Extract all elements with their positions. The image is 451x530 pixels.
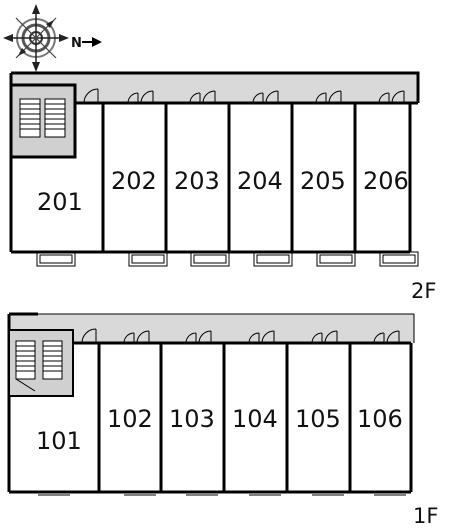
unit-205-label: 205 bbox=[300, 167, 346, 195]
unit-203-label: 203 bbox=[174, 167, 220, 195]
floor-1f-plan: 101 102 103 104 105 106 1F bbox=[7, 312, 438, 528]
unit-202-label: 202 bbox=[111, 167, 157, 195]
unit-104-label: 104 bbox=[232, 405, 278, 433]
unit-105-label: 105 bbox=[295, 405, 341, 433]
unit-106-label: 106 bbox=[357, 405, 403, 433]
floor-2f-label: 2F bbox=[411, 279, 436, 303]
unit-102-label: 102 bbox=[107, 405, 153, 433]
unit-101-label: 101 bbox=[36, 427, 82, 455]
north-letter: N bbox=[71, 36, 82, 51]
unit-206-label: 206 bbox=[363, 167, 409, 195]
floor-1f-label: 1F bbox=[413, 504, 438, 528]
north-arrow: N bbox=[71, 36, 102, 51]
unit-204-label: 204 bbox=[237, 167, 283, 195]
unit-103-label: 103 bbox=[169, 405, 215, 433]
unit-201-label: 201 bbox=[37, 188, 83, 216]
compass-rose-icon bbox=[3, 4, 69, 72]
floor-2f-plan: 201 202 203 204 205 206 2F bbox=[9, 71, 436, 303]
